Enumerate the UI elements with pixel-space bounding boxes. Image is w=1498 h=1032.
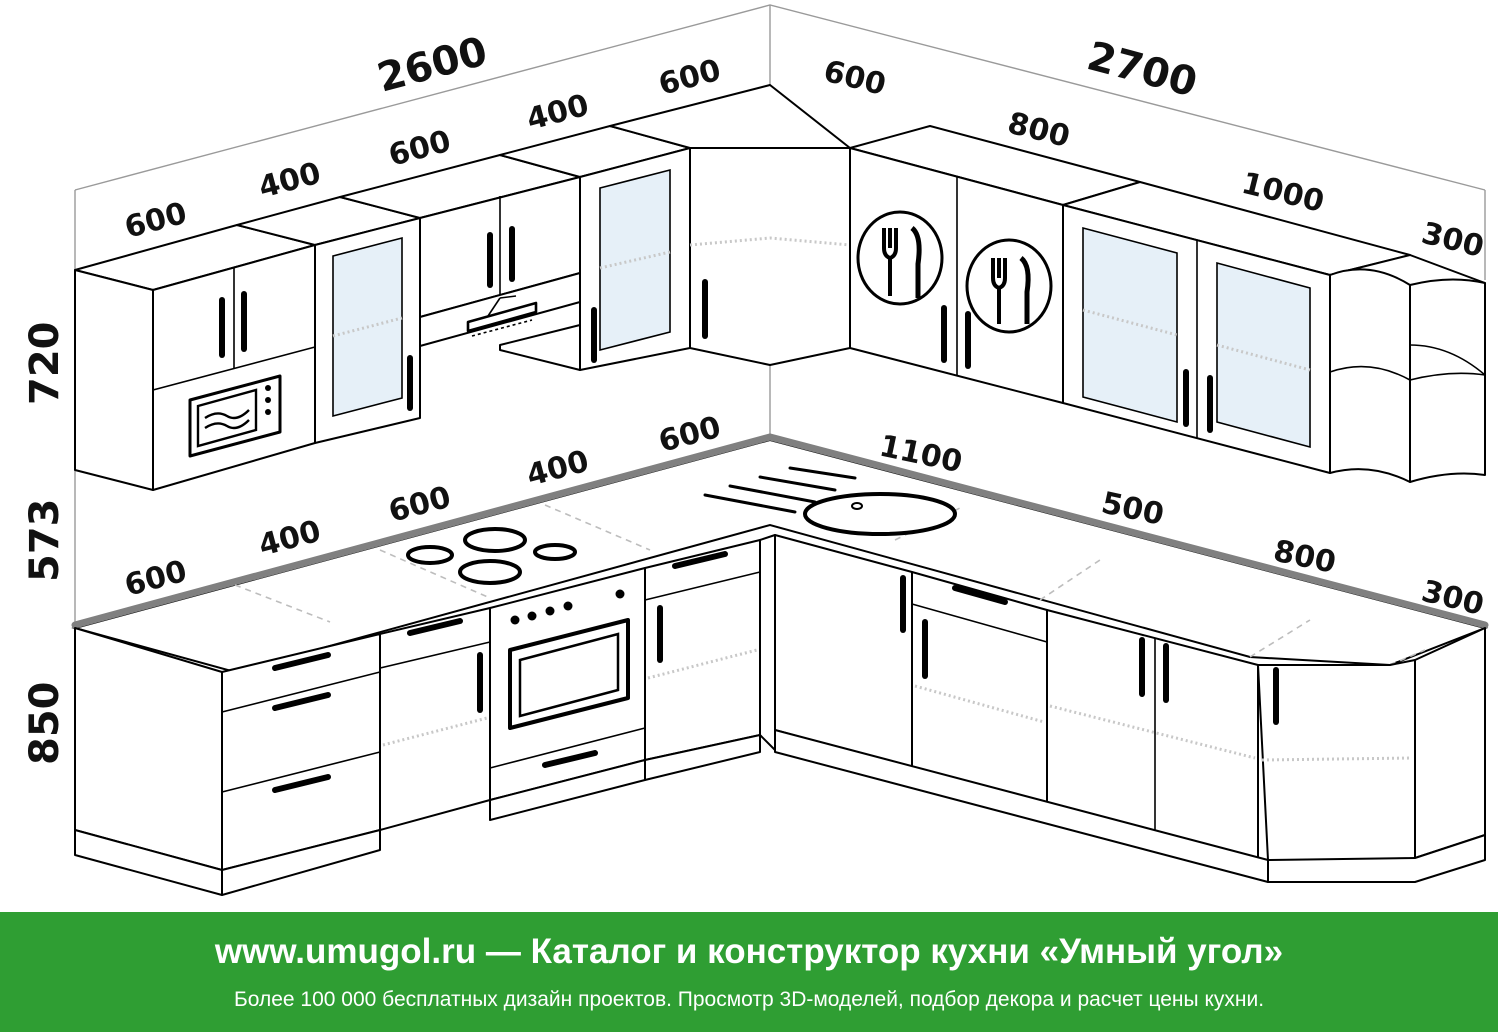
base-cabinet-corner <box>774 534 913 769</box>
cooker-hood-icon <box>466 295 538 337</box>
footer-title: www.umugol.ru — Каталог и конструктор ку… <box>0 932 1498 972</box>
oven-icon <box>508 589 630 730</box>
dim-base-left-2: 400 <box>255 514 325 564</box>
dim-height-gap: 573 <box>22 499 68 583</box>
dim-upper-left-4: 400 <box>523 88 593 138</box>
dim-upper-left-5: 600 <box>655 53 725 103</box>
base-cabinets-right <box>759 534 1486 883</box>
dim-upper-left-1: 600 <box>121 196 191 246</box>
induction-hob-icon <box>406 527 577 585</box>
title-dash: — <box>485 932 521 971</box>
kitchen-layout-drawing: 2600 2700 720 573 850 600 400 600 400 60… <box>22 4 1489 896</box>
dim-upper-left-2: 400 <box>255 156 325 206</box>
microwave-icon <box>188 374 282 458</box>
footer-banner: www.umugol.ru — Каталог и конструктор ку… <box>0 912 1498 1032</box>
footer-heading: Каталог и конструктор кухни «Умный угол» <box>530 932 1284 971</box>
upper-cabinets-right <box>849 125 1486 483</box>
upper-cabinets-left <box>74 84 851 491</box>
countertops <box>71 433 1489 674</box>
dishwasher <box>911 571 1048 806</box>
wall-cabinet-corner <box>689 147 851 366</box>
sink-icon <box>703 466 957 536</box>
dim-upper-right-4: 300 <box>1418 216 1487 265</box>
wall-shelf-end <box>1329 268 1411 483</box>
dim-upper-left-3: 600 <box>385 124 455 174</box>
fork-knife-plate-icon <box>965 238 1053 334</box>
wall-outline <box>74 4 1486 630</box>
dim-height-upper: 720 <box>22 322 68 406</box>
dim-height-base: 850 <box>22 682 68 766</box>
base-cabinet-400 <box>379 607 491 831</box>
fork-knife-plate-icon <box>856 210 944 306</box>
drawer-unit <box>221 633 381 871</box>
footer-subtitle: Более 100 000 бесплатных дизайн проектов… <box>233 988 1265 1011</box>
dim-wall-right-total: 2700 <box>1082 33 1201 106</box>
wall-cabinet-microwave <box>74 269 154 491</box>
dim-upper-right-1: 600 <box>820 54 889 103</box>
site-link[interactable]: www.umugol.ru <box>214 932 477 971</box>
base-cabinets-left <box>74 539 761 896</box>
dim-wall-left-total: 2600 <box>373 28 492 101</box>
base-cabinet-end <box>1257 659 1416 861</box>
